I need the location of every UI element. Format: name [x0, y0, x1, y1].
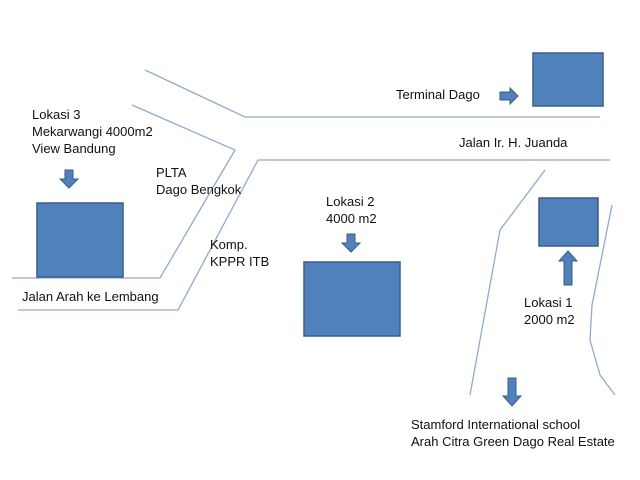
terminal-dago-label: Terminal Dago — [396, 87, 480, 102]
komp-name: KPPR ITB — [210, 254, 270, 269]
lokasi-3-block — [36, 202, 124, 278]
plta-name: Dago Bengkok — [156, 182, 242, 197]
lokasi-3-label: Lokasi 3 Mekarwangi 4000m2 View Bandung — [32, 106, 153, 157]
arrow-down-icon — [58, 169, 80, 189]
lokasi-2-area: 4000 m2 — [326, 211, 377, 226]
lokasi-1-area: 2000 m2 — [524, 312, 575, 327]
lokasi-3-title: Lokasi 3 — [32, 107, 81, 122]
lokasi-2-title: Lokasi 2 — [326, 194, 375, 209]
arrow-down-icon — [340, 233, 362, 253]
jalan-juanda-label: Jalan Ir. H. Juanda — [459, 135, 568, 150]
arrow-up-icon — [557, 250, 579, 286]
plta-title: PLTA — [156, 165, 187, 180]
road-upper-diagonal — [144, 69, 600, 118]
lokasi-3-area: Mekarwangi 4000m2 — [32, 124, 153, 139]
arrow-right-icon — [499, 86, 519, 106]
road-lembang-lower — [18, 159, 610, 311]
lokasi-1-block — [538, 197, 599, 247]
road-right-inner — [589, 204, 616, 396]
lokasi-2-label: Lokasi 2 4000 m2 — [326, 193, 377, 227]
stamford-title: Stamford International school — [411, 417, 581, 432]
stamford-label: Stamford International school Arah Citra… — [411, 416, 615, 450]
komp-title: Komp. — [210, 237, 248, 252]
komp-kppr-label: Komp. KPPR ITB — [210, 236, 269, 270]
stamford-direction: Arah Citra Green Dago Real Estate — [411, 434, 615, 449]
jalan-lembang-label: Jalan Arah ke Lembang — [22, 289, 159, 304]
road-right-outer — [469, 169, 546, 396]
road-lembang-upper — [12, 104, 236, 279]
arrow-down-icon — [501, 377, 523, 407]
terminal-dago-block — [532, 52, 604, 107]
lokasi-1-label: Lokasi 1 2000 m2 — [524, 294, 575, 328]
lokasi-2-block — [303, 261, 401, 337]
lokasi-3-desc: View Bandung — [32, 141, 116, 156]
plta-label: PLTA Dago Bengkok — [156, 164, 241, 198]
lokasi-1-title: Lokasi 1 — [524, 295, 573, 310]
